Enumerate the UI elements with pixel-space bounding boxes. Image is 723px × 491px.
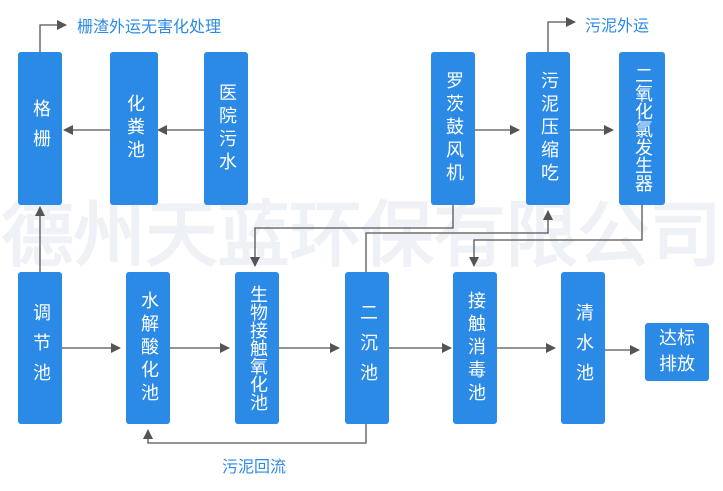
roots-blower-box: 罗茨鼓风机 [431, 52, 475, 205]
chlorine-dioxide-generator-box: 二氧化氯发生器 [619, 52, 665, 205]
company-watermark: 德州天蓝环保有限公司 [1, 193, 722, 277]
clear-water-tank-box: 清水池 [561, 272, 605, 424]
roots-blower-label: 罗茨鼓风机 [443, 71, 464, 186]
secondary-to-press-arrow [365, 210, 553, 272]
secondary-sedimentation-tank-label: 二沉池 [357, 303, 378, 393]
bio-contact-oxidation-tank-label: 生物接触氧化池 [247, 285, 268, 411]
clear-water-tank-label: 清水池 [573, 303, 594, 393]
chlorine-dioxide-generator-label: 二氧化氯发生器 [632, 65, 653, 192]
sludge-press-label: 污泥压缩吃 [538, 71, 559, 186]
grille-box: 格栅 [18, 52, 62, 205]
contact-disinfection-tank-label: 接触消毒池 [465, 290, 486, 406]
grille-to-residue-arrow [39, 20, 67, 52]
sludge-press-box: 污泥压缩吃 [526, 52, 570, 205]
grille-residue-label: 栅渣外运无害化处理 [77, 17, 222, 36]
grille-label: 格栅 [30, 98, 51, 159]
hydrolysis-acidification-tank-box: 水解酸化池 [126, 272, 170, 424]
hospital-sewage-label: 医院污水 [216, 82, 237, 175]
septic-tank-label: 化粪池 [124, 94, 145, 163]
press-to-sludge-out-arrow [547, 17, 576, 52]
contact-disinfection-tank-box: 接触消毒池 [453, 272, 497, 424]
blower-to-bio-arrow [250, 205, 454, 267]
septic-tank-box: 化粪池 [110, 52, 158, 205]
generator-to-contact-arrow [469, 205, 643, 267]
hydrolysis-acidification-tank-label: 水解酸化池 [138, 290, 159, 406]
sludge-return-arrow [143, 424, 367, 444]
discharge-label: 达标 排放 [659, 328, 695, 375]
regulating-tank-label: 调节池 [30, 303, 51, 393]
hospital-sewage-box: 医院污水 [204, 52, 248, 205]
discharge-box: 达标 排放 [645, 323, 709, 381]
sludge-out-label: 污泥外运 [585, 16, 650, 35]
bio-contact-oxidation-tank-box: 生物接触氧化池 [235, 272, 279, 424]
secondary-sedimentation-tank-box: 二沉池 [345, 272, 389, 424]
regulating-tank-box: 调节池 [18, 272, 62, 424]
sludge-return-label: 污泥回流 [222, 457, 287, 476]
